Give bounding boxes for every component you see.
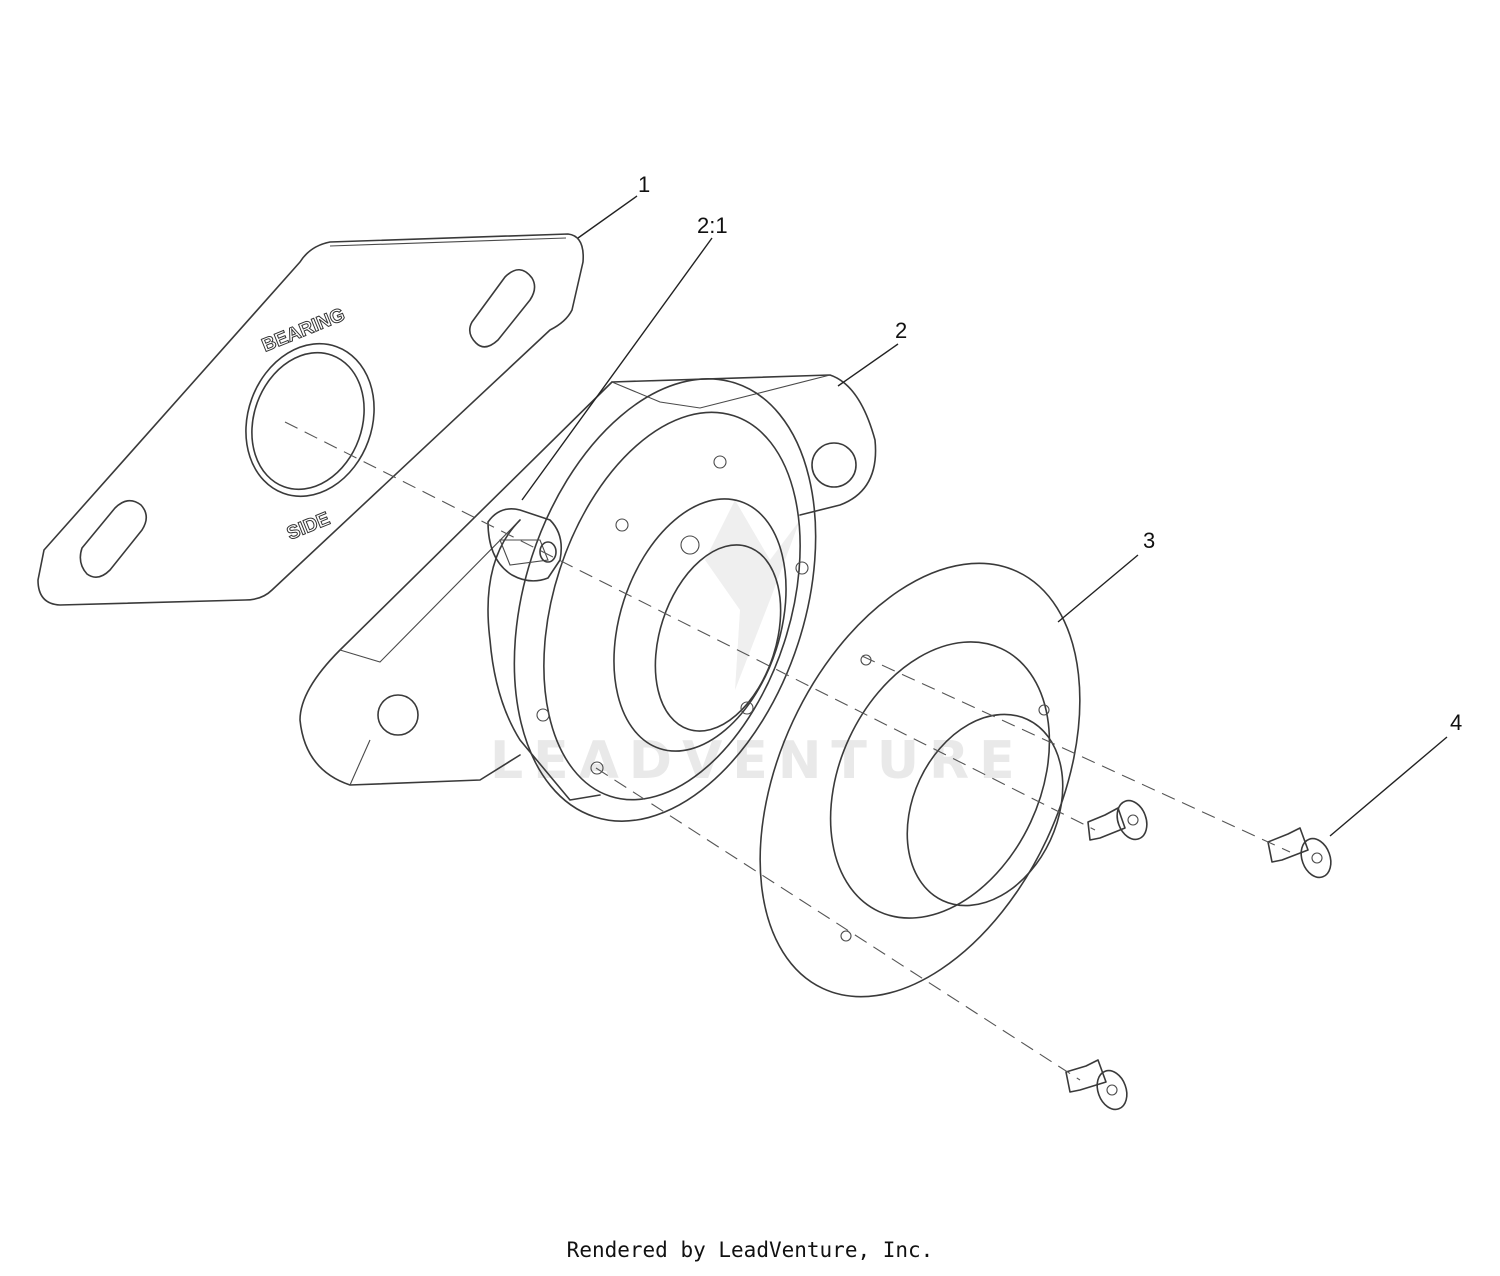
screw-1 — [1087, 799, 1148, 841]
part-2-1-grease-fitting — [487, 508, 563, 582]
callout-2: 2 — [895, 318, 907, 343]
leadventure-watermark: LEADVENTURE — [490, 500, 1025, 791]
callout-4: 4 — [1450, 710, 1462, 735]
bearing-label: BEARING — [259, 304, 348, 356]
part-4-screws — [1065, 799, 1332, 1111]
screw-3 — [1065, 1059, 1128, 1111]
part-1-gasket: BEARING SIDE — [37, 233, 585, 606]
watermark-text: LEADVENTURE — [490, 731, 1025, 791]
callout-2-1: 2:1 — [697, 213, 728, 238]
screw-2 — [1267, 827, 1332, 879]
footer-credit: Rendered by LeadVenture, Inc. — [566, 1238, 934, 1262]
callout-3: 3 — [1143, 528, 1155, 553]
assembly-center-lines — [284, 421, 1291, 1081]
part-3-bearing-cover — [759, 562, 1081, 998]
callout-1: 1 — [638, 172, 650, 197]
leader-lines — [521, 195, 1448, 837]
